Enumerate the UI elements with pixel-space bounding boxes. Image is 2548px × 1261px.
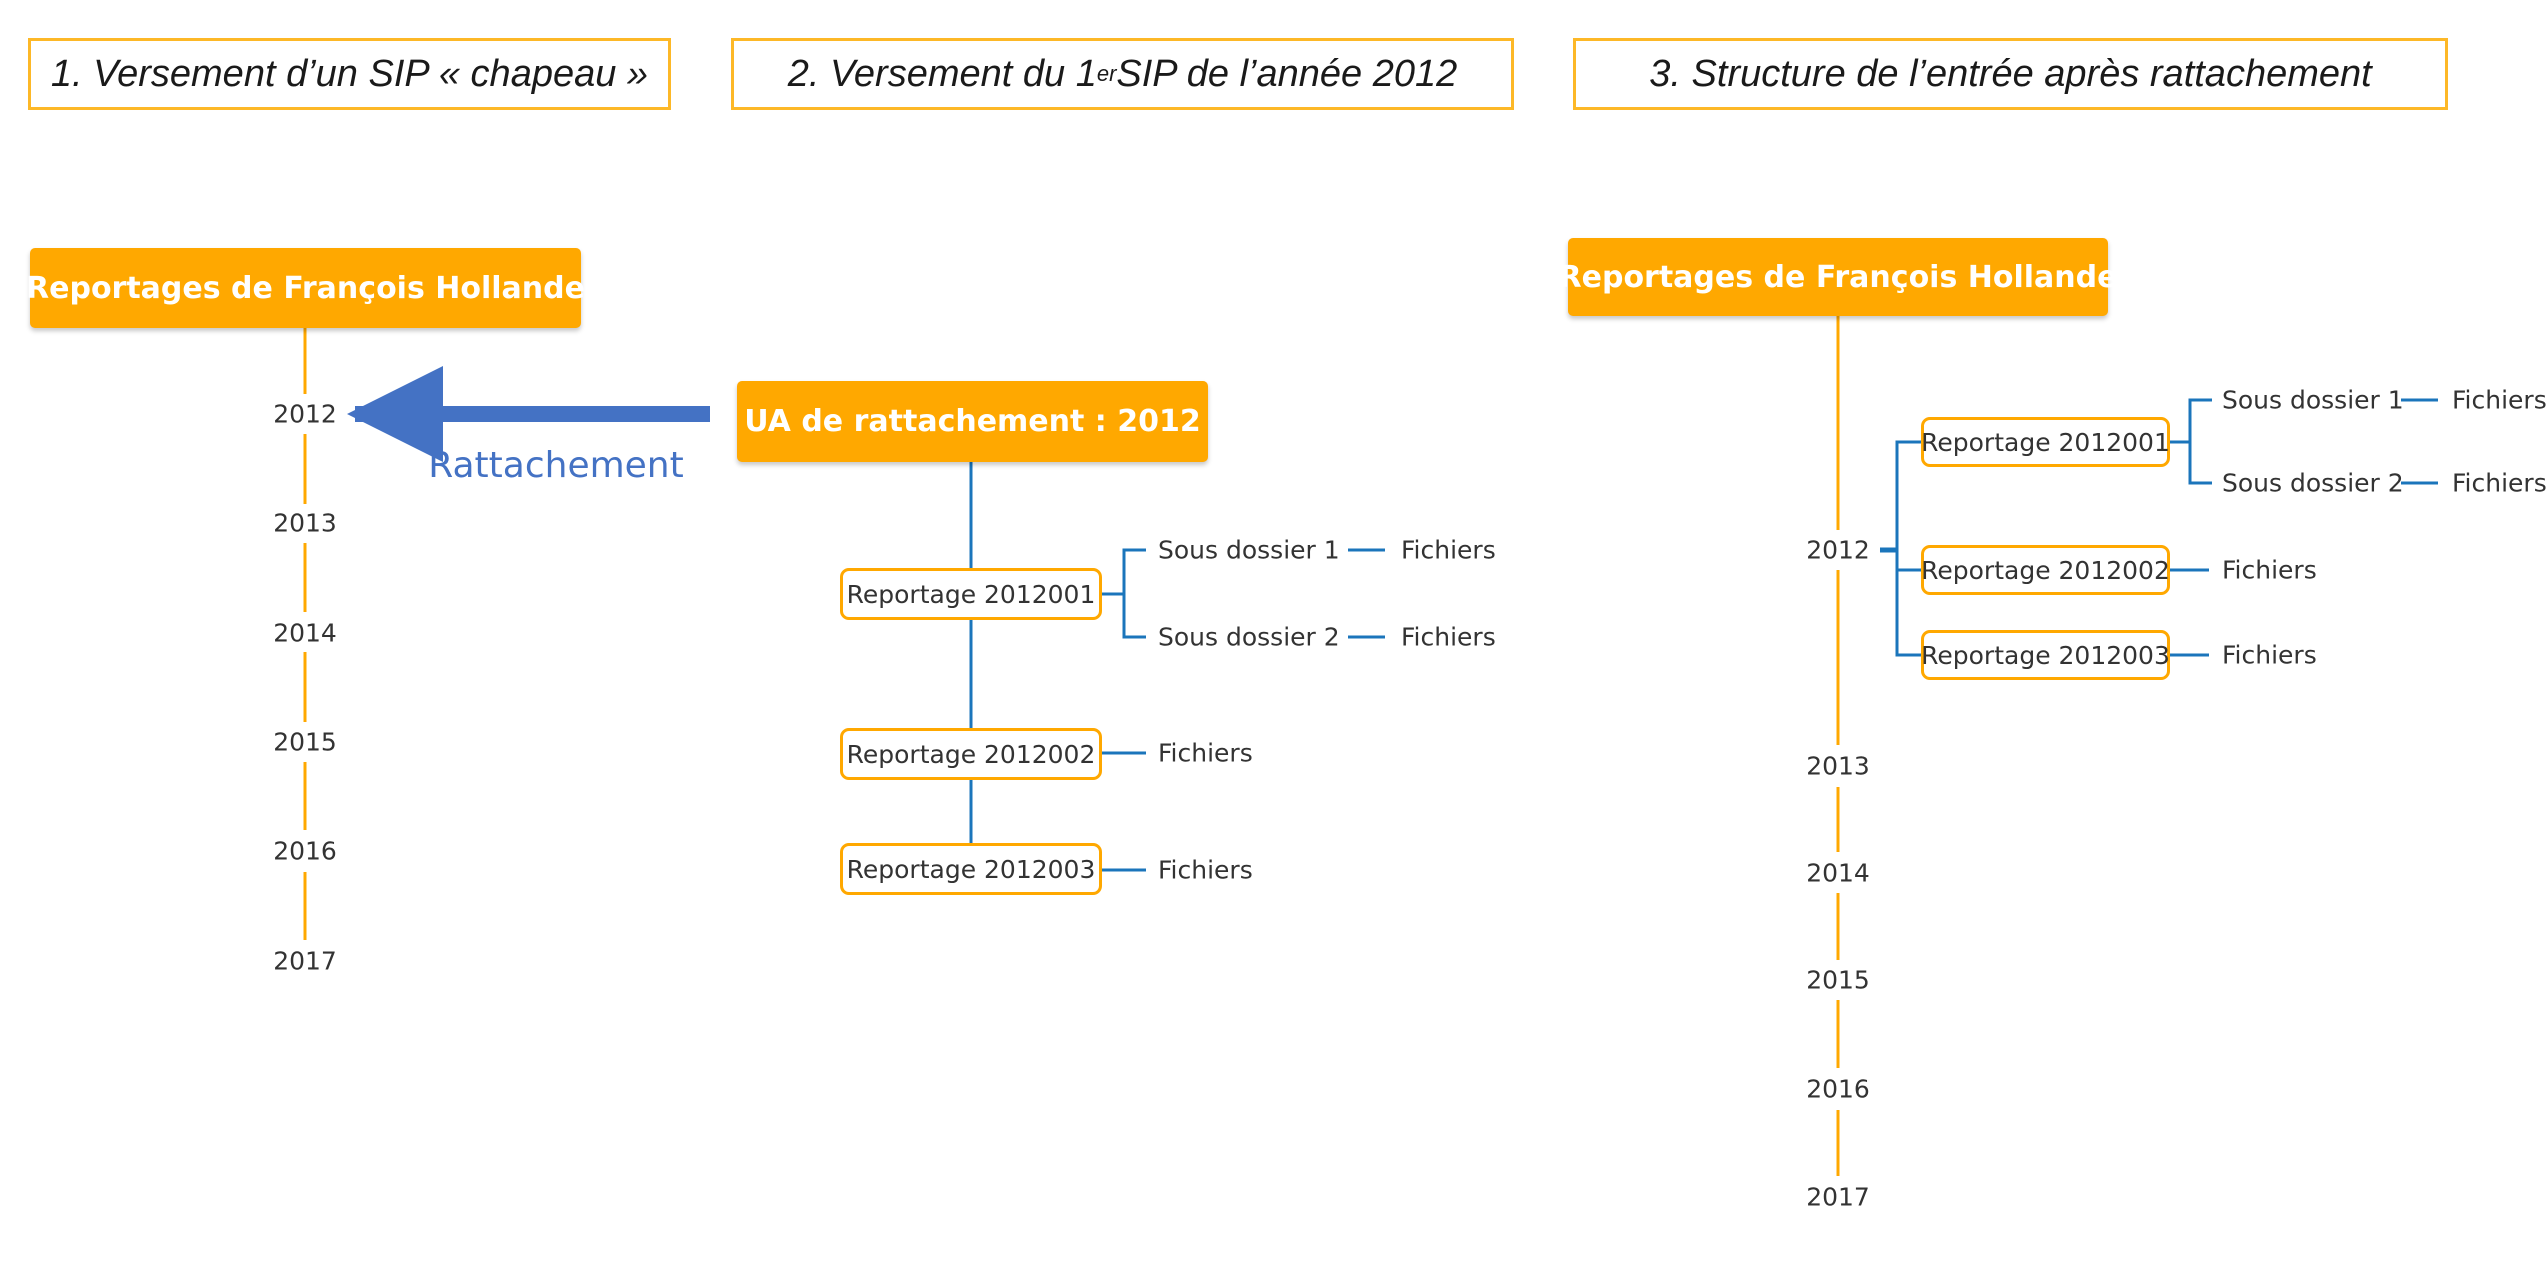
panel2-reportage-2012003-label: Reportage 2012003 <box>846 854 1096 884</box>
header-step-3: 3. Structure de l’entrée après rattachem… <box>1573 38 2448 110</box>
panel2-root-node: UA de rattachement : 2012 <box>737 381 1208 462</box>
panel3-root-label: Reportages de François Hollande <box>1558 259 2118 295</box>
panel2-reportage-2012001: Reportage 2012001 <box>840 568 1102 620</box>
panel2-reportage-2012002: Reportage 2012002 <box>840 728 1102 780</box>
panel3-year-2013: 2013 <box>1806 751 1870 781</box>
panel3-year-2016: 2016 <box>1806 1074 1870 1104</box>
panel1-year-2015: 2015 <box>273 727 337 757</box>
panel3-year-2014: 2014 <box>1806 858 1870 888</box>
panel3-year-2015: 2015 <box>1806 965 1870 995</box>
panel1-year-2017: 2017 <box>273 946 337 976</box>
header-step-3-text: 3. Structure de l’entrée après rattachem… <box>1649 52 2372 95</box>
panel3-reportage-2012002-label: Reportage 2012002 <box>1921 555 2170 585</box>
header-step-2-prefix: 2. Versement du 1 <box>787 52 1097 95</box>
header-step-2-superscript: er <box>1096 61 1117 86</box>
panel3-root-node: Reportages de François Hollande <box>1559 238 2117 316</box>
panel3-reportage-2012001-label: Reportage 2012001 <box>1921 427 2170 457</box>
panel1-root-node: Reportages de François Hollande <box>26 248 585 328</box>
panel2-sous-dossier-2: Sous dossier 2 <box>1158 622 1340 652</box>
panel3-sous-dossier-1: Sous dossier 1 <box>2222 385 2404 415</box>
panel2-fichiers-2012003: Fichiers <box>1158 855 1253 885</box>
panel3-year-2017: 2017 <box>1806 1182 1870 1212</box>
panel2-reportage-2012001-label: Reportage 2012001 <box>846 579 1096 609</box>
header-step-1-text: 1. Versement d’un SIP « chapeau » <box>50 52 649 95</box>
panel2-fichiers-sd2: Fichiers <box>1401 622 1496 652</box>
panel1-root-label: Reportages de François Hollande <box>26 270 585 306</box>
panel3-fichiers-2012003: Fichiers <box>2222 640 2317 670</box>
panel3-reportage-2012001: Reportage 2012001 <box>1921 417 2170 467</box>
panel2-root-label: UA de rattachement : 2012 <box>744 404 1201 439</box>
panel3-year-2012: 2012 <box>1806 535 1870 565</box>
panel2-connectors <box>969 462 1385 872</box>
panel1-year-2016: 2016 <box>273 836 337 866</box>
panel2-fichiers-sd1: Fichiers <box>1401 535 1496 565</box>
panel3-reportage-2012003-label: Reportage 2012003 <box>1921 640 2170 670</box>
panel3-reportage-2012003: Reportage 2012003 <box>1921 630 2170 680</box>
panel2-reportage-2012002-label: Reportage 2012002 <box>846 739 1096 769</box>
panel1-year-2013: 2013 <box>273 508 337 538</box>
panel1-year-2014: 2014 <box>273 618 337 648</box>
panel3-fichiers-sd2: Fichiers <box>2452 468 2547 498</box>
panel1-year-2012: 2012 <box>273 399 337 429</box>
header-step-1: 1. Versement d’un SIP « chapeau » <box>28 38 671 110</box>
panel3-connectors <box>1880 398 2438 657</box>
panel3-reportage-2012002: Reportage 2012002 <box>1921 545 2170 595</box>
header-step-2-suffix: SIP de l’année 2012 <box>1116 52 1458 95</box>
panel2-sous-dossier-1: Sous dossier 1 <box>1158 535 1340 565</box>
panel3-fichiers-sd1: Fichiers <box>2452 385 2547 415</box>
panel2-fichiers-2012002: Fichiers <box>1158 738 1253 768</box>
panel3-sous-dossier-2: Sous dossier 2 <box>2222 468 2404 498</box>
rattachement-label: Rattachement <box>428 445 684 486</box>
panel2-reportage-2012003: Reportage 2012003 <box>840 843 1102 895</box>
panel3-fichiers-2012002: Fichiers <box>2222 555 2317 585</box>
